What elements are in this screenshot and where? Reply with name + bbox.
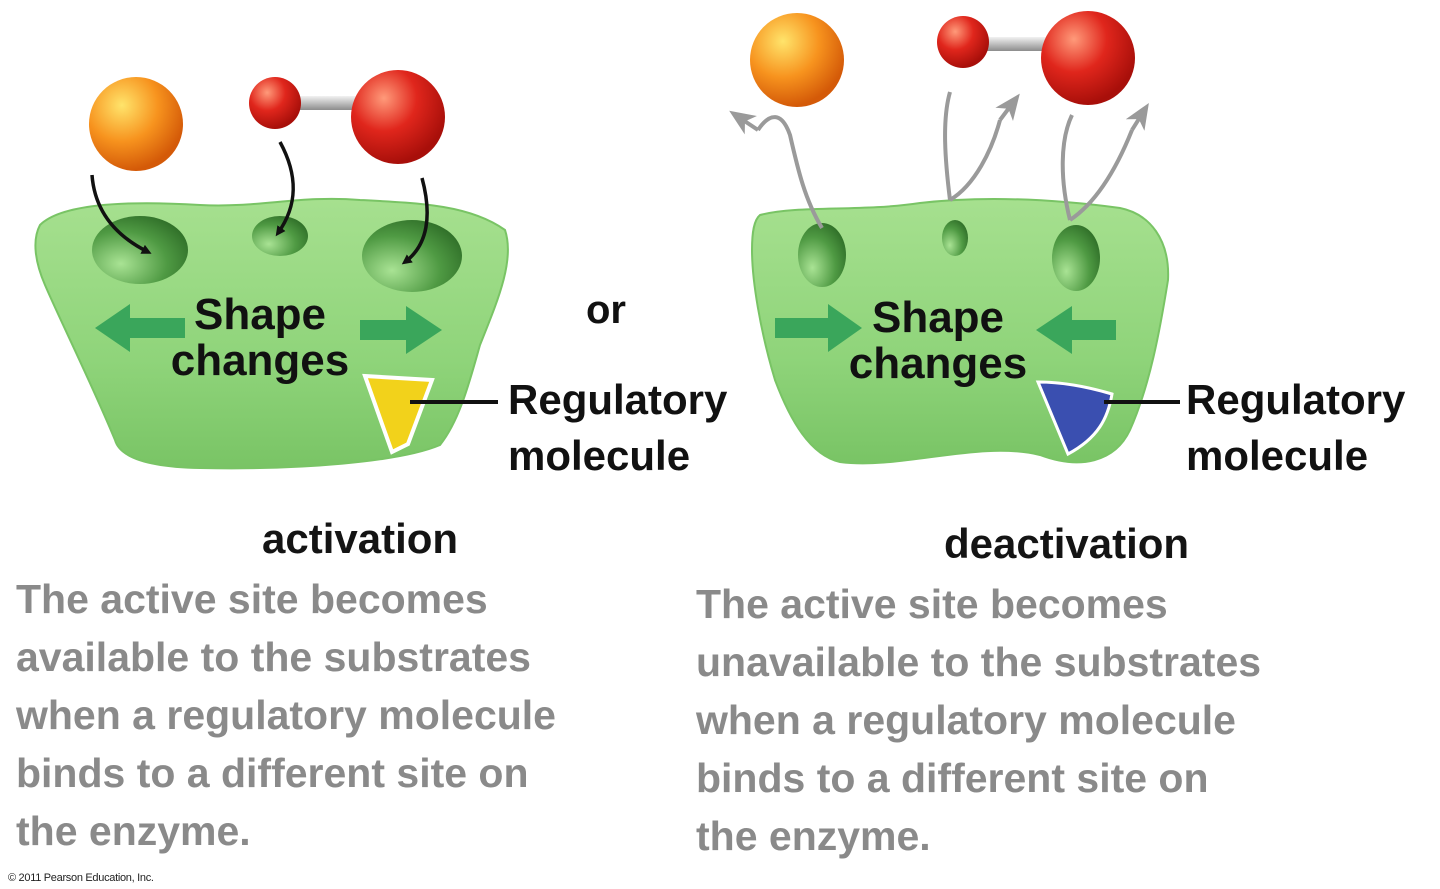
activation-caption: activation <box>262 515 459 562</box>
active-site-large-left <box>92 216 188 284</box>
or-label: or <box>586 288 626 332</box>
active-site-narrowed-small <box>942 220 968 256</box>
regulatory-molecule-blue <box>1035 380 1114 457</box>
regulatory-label-line: Regulatory <box>1186 376 1406 423</box>
description-line: when a regulatory molecule <box>696 697 1236 743</box>
substrate-arrow-out <box>943 91 1002 202</box>
description-line: available to the substrates <box>16 634 531 680</box>
substrate-arrow-in <box>275 141 295 237</box>
orange-substrate <box>89 77 183 171</box>
shape-arrow-inward-left <box>775 304 862 352</box>
shape-label-line: Shape <box>193 290 327 339</box>
shape-changes-label: Shape changes <box>150 292 370 384</box>
deactivation-enzyme <box>750 197 1170 465</box>
shape-arrow-outward-left <box>95 304 185 352</box>
regulatory-molecule-label: Regulatory molecule <box>1186 372 1405 484</box>
description-line: The active site becomes <box>696 581 1168 627</box>
active-site-narrowed-right <box>1052 225 1100 291</box>
shape-label-line: changes <box>848 339 1028 388</box>
description-line: binds to a different site on <box>696 755 1209 801</box>
shape-arrow-outward-right <box>360 306 442 354</box>
description-line: the enzyme. <box>696 813 931 859</box>
regulatory-molecule-yellow <box>362 373 435 455</box>
substrate-arrow-in <box>401 177 429 265</box>
activation-description: The active site becomes available to the… <box>16 570 556 860</box>
description-line: when a regulatory molecule <box>16 692 556 738</box>
substrate-arrow-out <box>756 115 824 230</box>
regulatory-label-line: Regulatory <box>508 376 728 423</box>
substrate-arrow-out <box>1060 114 1134 222</box>
regulatory-molecule-label: Regulatory molecule <box>508 372 727 484</box>
active-site-narrowed-left <box>798 223 846 287</box>
substrate-arrow-in <box>90 174 152 254</box>
description-line: the enzyme. <box>16 808 251 854</box>
active-site-small <box>252 216 308 256</box>
red-dumbbell-substrate <box>937 11 1135 105</box>
regulatory-label-line: molecule <box>1186 432 1369 479</box>
shape-label-line: Shape <box>871 293 1005 342</box>
description-line: binds to a different site on <box>16 750 529 796</box>
deactivation-description: The active site becomes unavailable to t… <box>696 575 1261 865</box>
description-line: The active site becomes <box>16 576 488 622</box>
shape-label-line: changes <box>170 336 350 385</box>
copyright-notice: © 2011 Pearson Education, Inc. <box>8 872 154 884</box>
description-line: unavailable to the substrates <box>696 639 1262 685</box>
shape-changes-label: Shape changes <box>828 295 1048 387</box>
orange-substrate <box>750 13 844 107</box>
shape-arrow-inward-right <box>1036 306 1116 354</box>
deactivation-caption: deactivation <box>944 520 1190 567</box>
regulatory-label-line: molecule <box>508 432 691 479</box>
red-dumbbell-substrate <box>249 70 445 164</box>
